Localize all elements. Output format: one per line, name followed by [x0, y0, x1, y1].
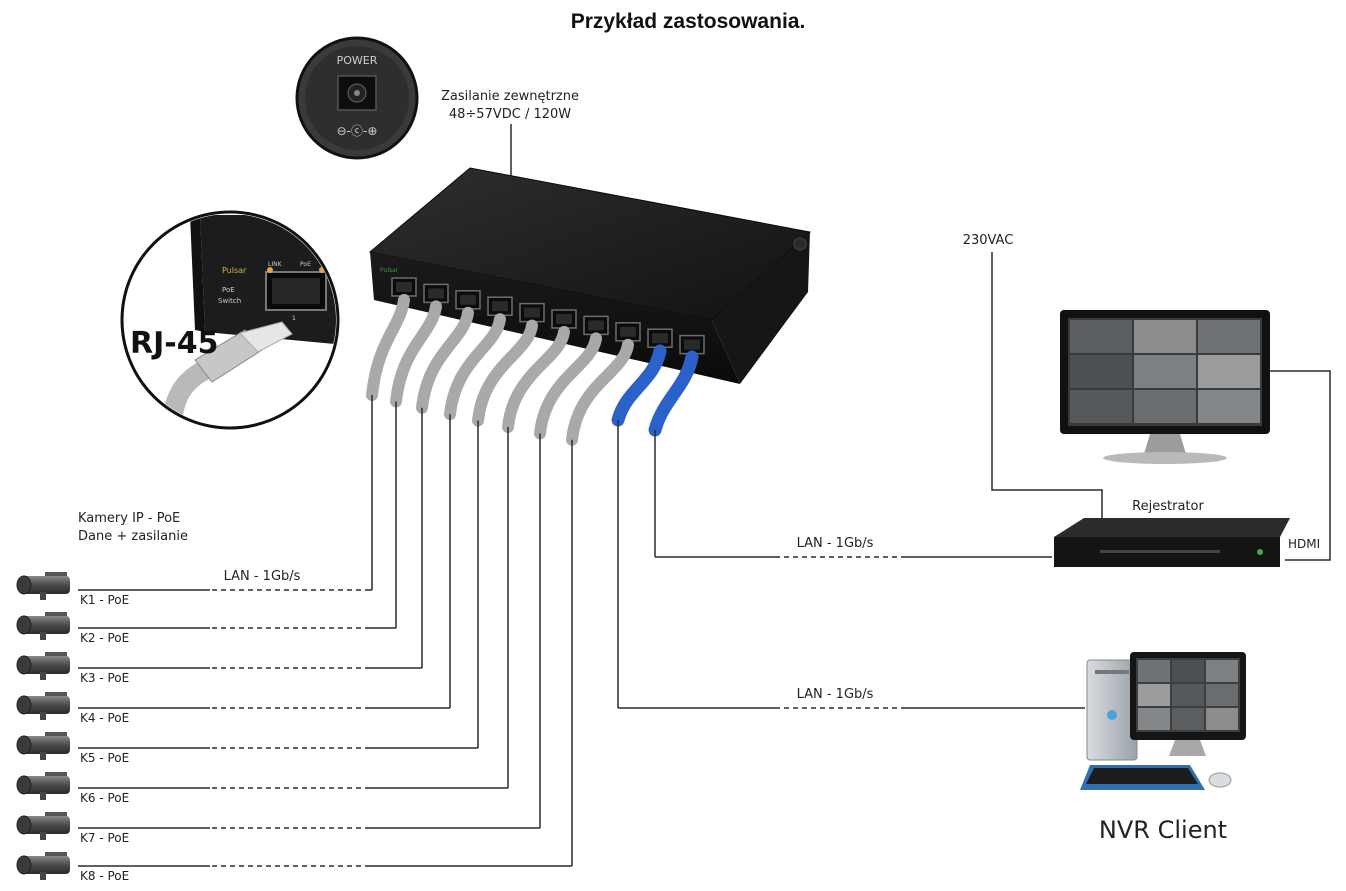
cables	[78, 294, 1085, 867]
camera-mount-icon	[45, 692, 67, 698]
rj45-panel-poe2: PoE	[222, 286, 235, 294]
polarity-symbol: ⊖-ⓒ-⊕	[337, 124, 378, 138]
camera-label: K6 - PoE	[80, 791, 129, 805]
ip-camera	[16, 812, 70, 840]
camera-label: K4 - PoE	[80, 711, 129, 725]
ip-camera	[16, 732, 70, 760]
client-link-line	[617, 420, 1085, 709]
camera-link-line	[78, 439, 573, 867]
power-caption-line2: 48÷57VDC / 120W	[449, 107, 571, 122]
rj45-inset: Pulsar LINK PoE PoE Switch 1 RJ-45	[120, 210, 340, 430]
svg-text:Pulsar: Pulsar	[380, 267, 399, 274]
camera-link-line	[78, 401, 397, 629]
recorder-power-label: 230VAC	[963, 233, 1014, 248]
camera-mount-icon	[45, 772, 67, 778]
camera-label: K3 - PoE	[80, 671, 129, 685]
hdmi-line	[1270, 370, 1331, 561]
camera-link-line	[78, 414, 451, 709]
camera-mount-icon	[45, 852, 67, 858]
cameras-header-line1: Kamery IP - PoE	[78, 511, 180, 526]
rj45-label: RJ-45	[130, 326, 218, 361]
gray-patch-cable	[390, 300, 442, 408]
gray-patch-cable	[366, 294, 410, 401]
recorder-power-line	[991, 252, 1103, 520]
camera-mount-icon	[45, 732, 67, 738]
ip-camera	[16, 612, 70, 640]
camera-body-icon	[22, 856, 70, 874]
camera-body-icon	[22, 816, 70, 834]
camera-mount-icon	[45, 572, 67, 578]
camera-label: K7 - PoE	[80, 831, 129, 845]
camera-mount-icon	[45, 612, 67, 618]
gray-patch-cable	[444, 313, 506, 421]
gray-patch-cable	[416, 306, 474, 414]
ip-camera	[16, 852, 70, 880]
camera-mount-icon	[45, 812, 67, 818]
camera-body-icon	[22, 576, 70, 594]
camera-link-line	[78, 395, 373, 591]
camera-body-icon	[22, 656, 70, 674]
camera-link-line	[78, 420, 479, 749]
client-name: NVR Client	[1099, 816, 1227, 844]
recorder-device	[1054, 518, 1290, 567]
ip-camera	[16, 772, 70, 800]
recorder-link-line	[654, 430, 1052, 558]
cameras-header-line2: Dane + zasilanie	[78, 529, 188, 544]
recorder-lan-label: LAN - 1Gb/s	[797, 536, 874, 551]
cameras-lan-label: LAN - 1Gb/s	[224, 569, 301, 584]
hdmi-label: HDMI	[1288, 537, 1320, 551]
client-lan-label: LAN - 1Gb/s	[797, 687, 874, 702]
camera-label: K5 - PoE	[80, 751, 129, 765]
ip-camera	[16, 692, 70, 720]
rj45-panel-link: LINK	[268, 261, 283, 268]
gray-patch-cable	[472, 319, 538, 427]
nvr-client-computer	[1080, 652, 1246, 790]
monitor	[1060, 310, 1270, 464]
ip-camera	[16, 652, 70, 680]
ip-camera	[16, 572, 70, 600]
rj45-panel-brand: Pulsar	[222, 266, 247, 275]
blue-patch-cable	[648, 350, 699, 437]
power-socket-inset: POWER ⊖-ⓒ-⊕	[295, 36, 419, 160]
camera-link-line	[78, 407, 423, 669]
camera-link-line	[78, 427, 509, 789]
gray-patch-cable	[534, 332, 602, 440]
camera-label: K2 - PoE	[80, 631, 129, 645]
camera-body-icon	[22, 696, 70, 714]
camera-link-line	[78, 433, 541, 829]
power-socket-label: POWER	[337, 54, 378, 67]
camera-label: K8 - PoE	[80, 869, 129, 883]
recorder-name: Rejestrator	[1132, 499, 1204, 514]
blue-patch-cable	[611, 344, 667, 427]
rj45-panel-poe: PoE	[300, 261, 311, 268]
rj45-panel-switch: Switch	[218, 297, 241, 305]
camera-mount-icon	[45, 652, 67, 658]
gray-patch-cable	[502, 326, 570, 433]
cameras-list: K1 - PoE K2 - PoE K3 - PoE K4 - PoE K5 - PoE…	[16, 572, 129, 883]
rj45-panel-port: 1	[292, 315, 296, 322]
page-title: Przykład zastosowania.	[571, 10, 806, 33]
gray-patch-cable	[566, 338, 634, 446]
camera-body-icon	[22, 776, 70, 794]
power-caption-line1: Zasilanie zewnętrzne	[441, 89, 579, 104]
camera-label: K1 - PoE	[80, 593, 129, 607]
camera-body-icon	[22, 736, 70, 754]
camera-body-icon	[22, 616, 70, 634]
switch-ports	[391, 277, 705, 355]
